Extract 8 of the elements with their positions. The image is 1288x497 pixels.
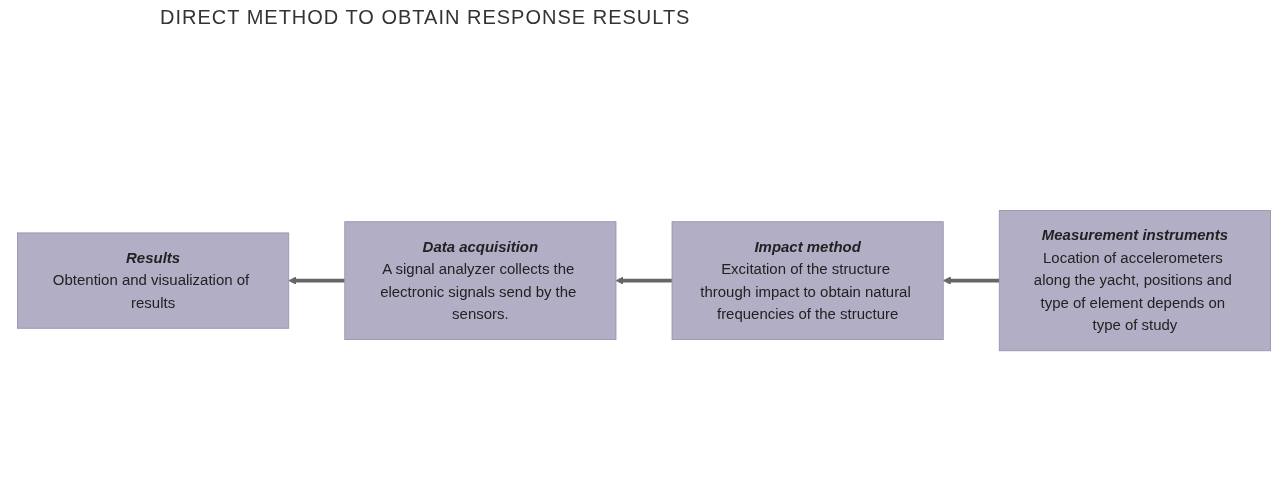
diagram-title: DIRECT METHOD TO OBTAIN RESPONSE RESULTS [160,6,692,29]
arrow [942,276,1000,285]
node-box: Data acquisition A signal analyzer collects the electronic signals send by the sensors. [344,221,617,340]
node-box: Impact method Excitation of the structure through impact to obtain natural frequencies of the structure [671,221,944,340]
node-box: Results Obtention and visualization of results [17,232,290,329]
node-box: Measurement instruments Location of accelerometers along the yacht, positions and type of element depends on type of study [998,209,1271,352]
arrow [615,276,673,285]
arrow [288,276,345,285]
